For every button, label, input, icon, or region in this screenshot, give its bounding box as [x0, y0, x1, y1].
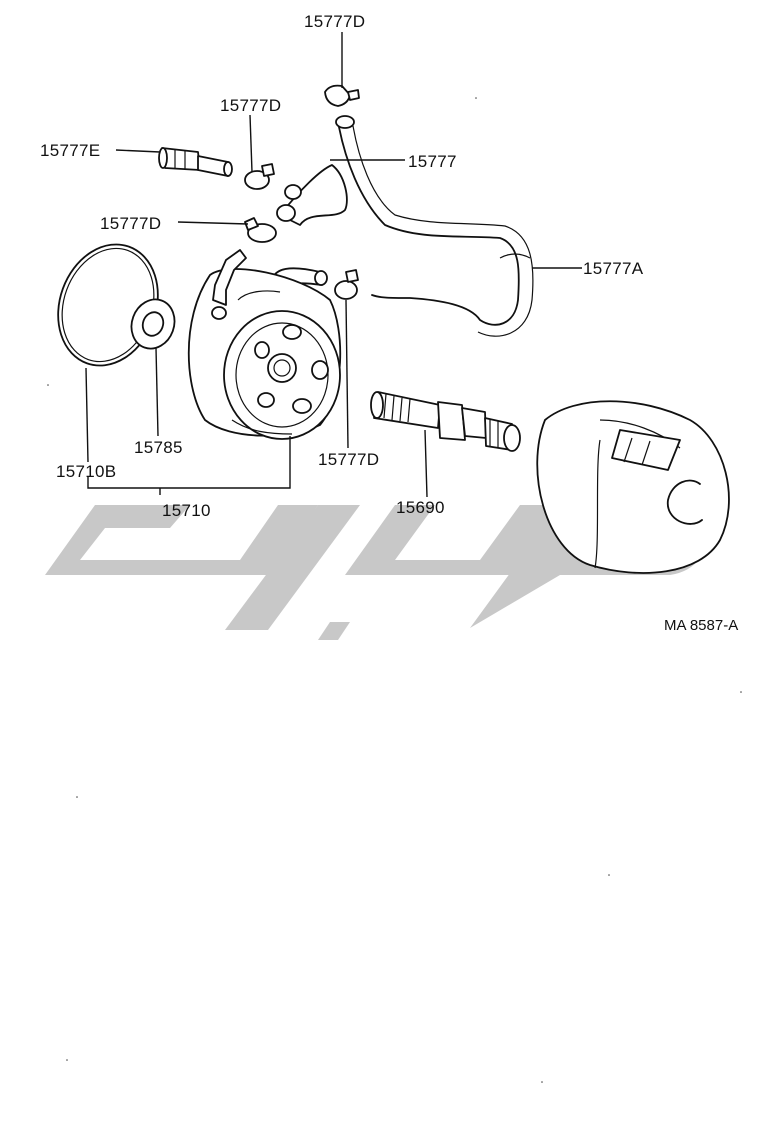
- oil-filter: [536, 400, 730, 574]
- hose-clip-left: [244, 217, 277, 243]
- reference-code: MA 8587-A: [664, 617, 738, 634]
- label-15777D-upper: 15777D: [220, 96, 281, 115]
- hose-15777: [276, 164, 348, 226]
- scan-specks: [47, 97, 742, 1083]
- label-15710: 15710: [162, 501, 211, 520]
- union-bolt: [370, 391, 521, 452]
- label-15777D-lower: 15777D: [318, 450, 379, 469]
- gasket: [130, 298, 176, 350]
- label-15777D-left: 15777D: [100, 214, 161, 233]
- hose-clip-lower: [334, 269, 359, 300]
- label-15777E: 15777E: [40, 141, 100, 160]
- callout-labels: 15777D 15777D 15777E 15777 15777D 15777A…: [40, 12, 738, 634]
- fitting-15777E: [158, 147, 233, 177]
- hose-clip-top: [324, 84, 360, 107]
- label-15785: 15785: [134, 438, 183, 457]
- label-15777D-top: 15777D: [304, 12, 365, 31]
- label-15710B: 15710B: [56, 462, 116, 481]
- oil-cooler: [187, 249, 342, 440]
- leader-lines: [85, 32, 582, 498]
- label-15777: 15777: [408, 152, 457, 171]
- label-15690: 15690: [396, 498, 445, 517]
- hose-clip-upper: [244, 163, 275, 190]
- label-15777A: 15777A: [583, 259, 644, 278]
- hose-15777A: [335, 115, 534, 337]
